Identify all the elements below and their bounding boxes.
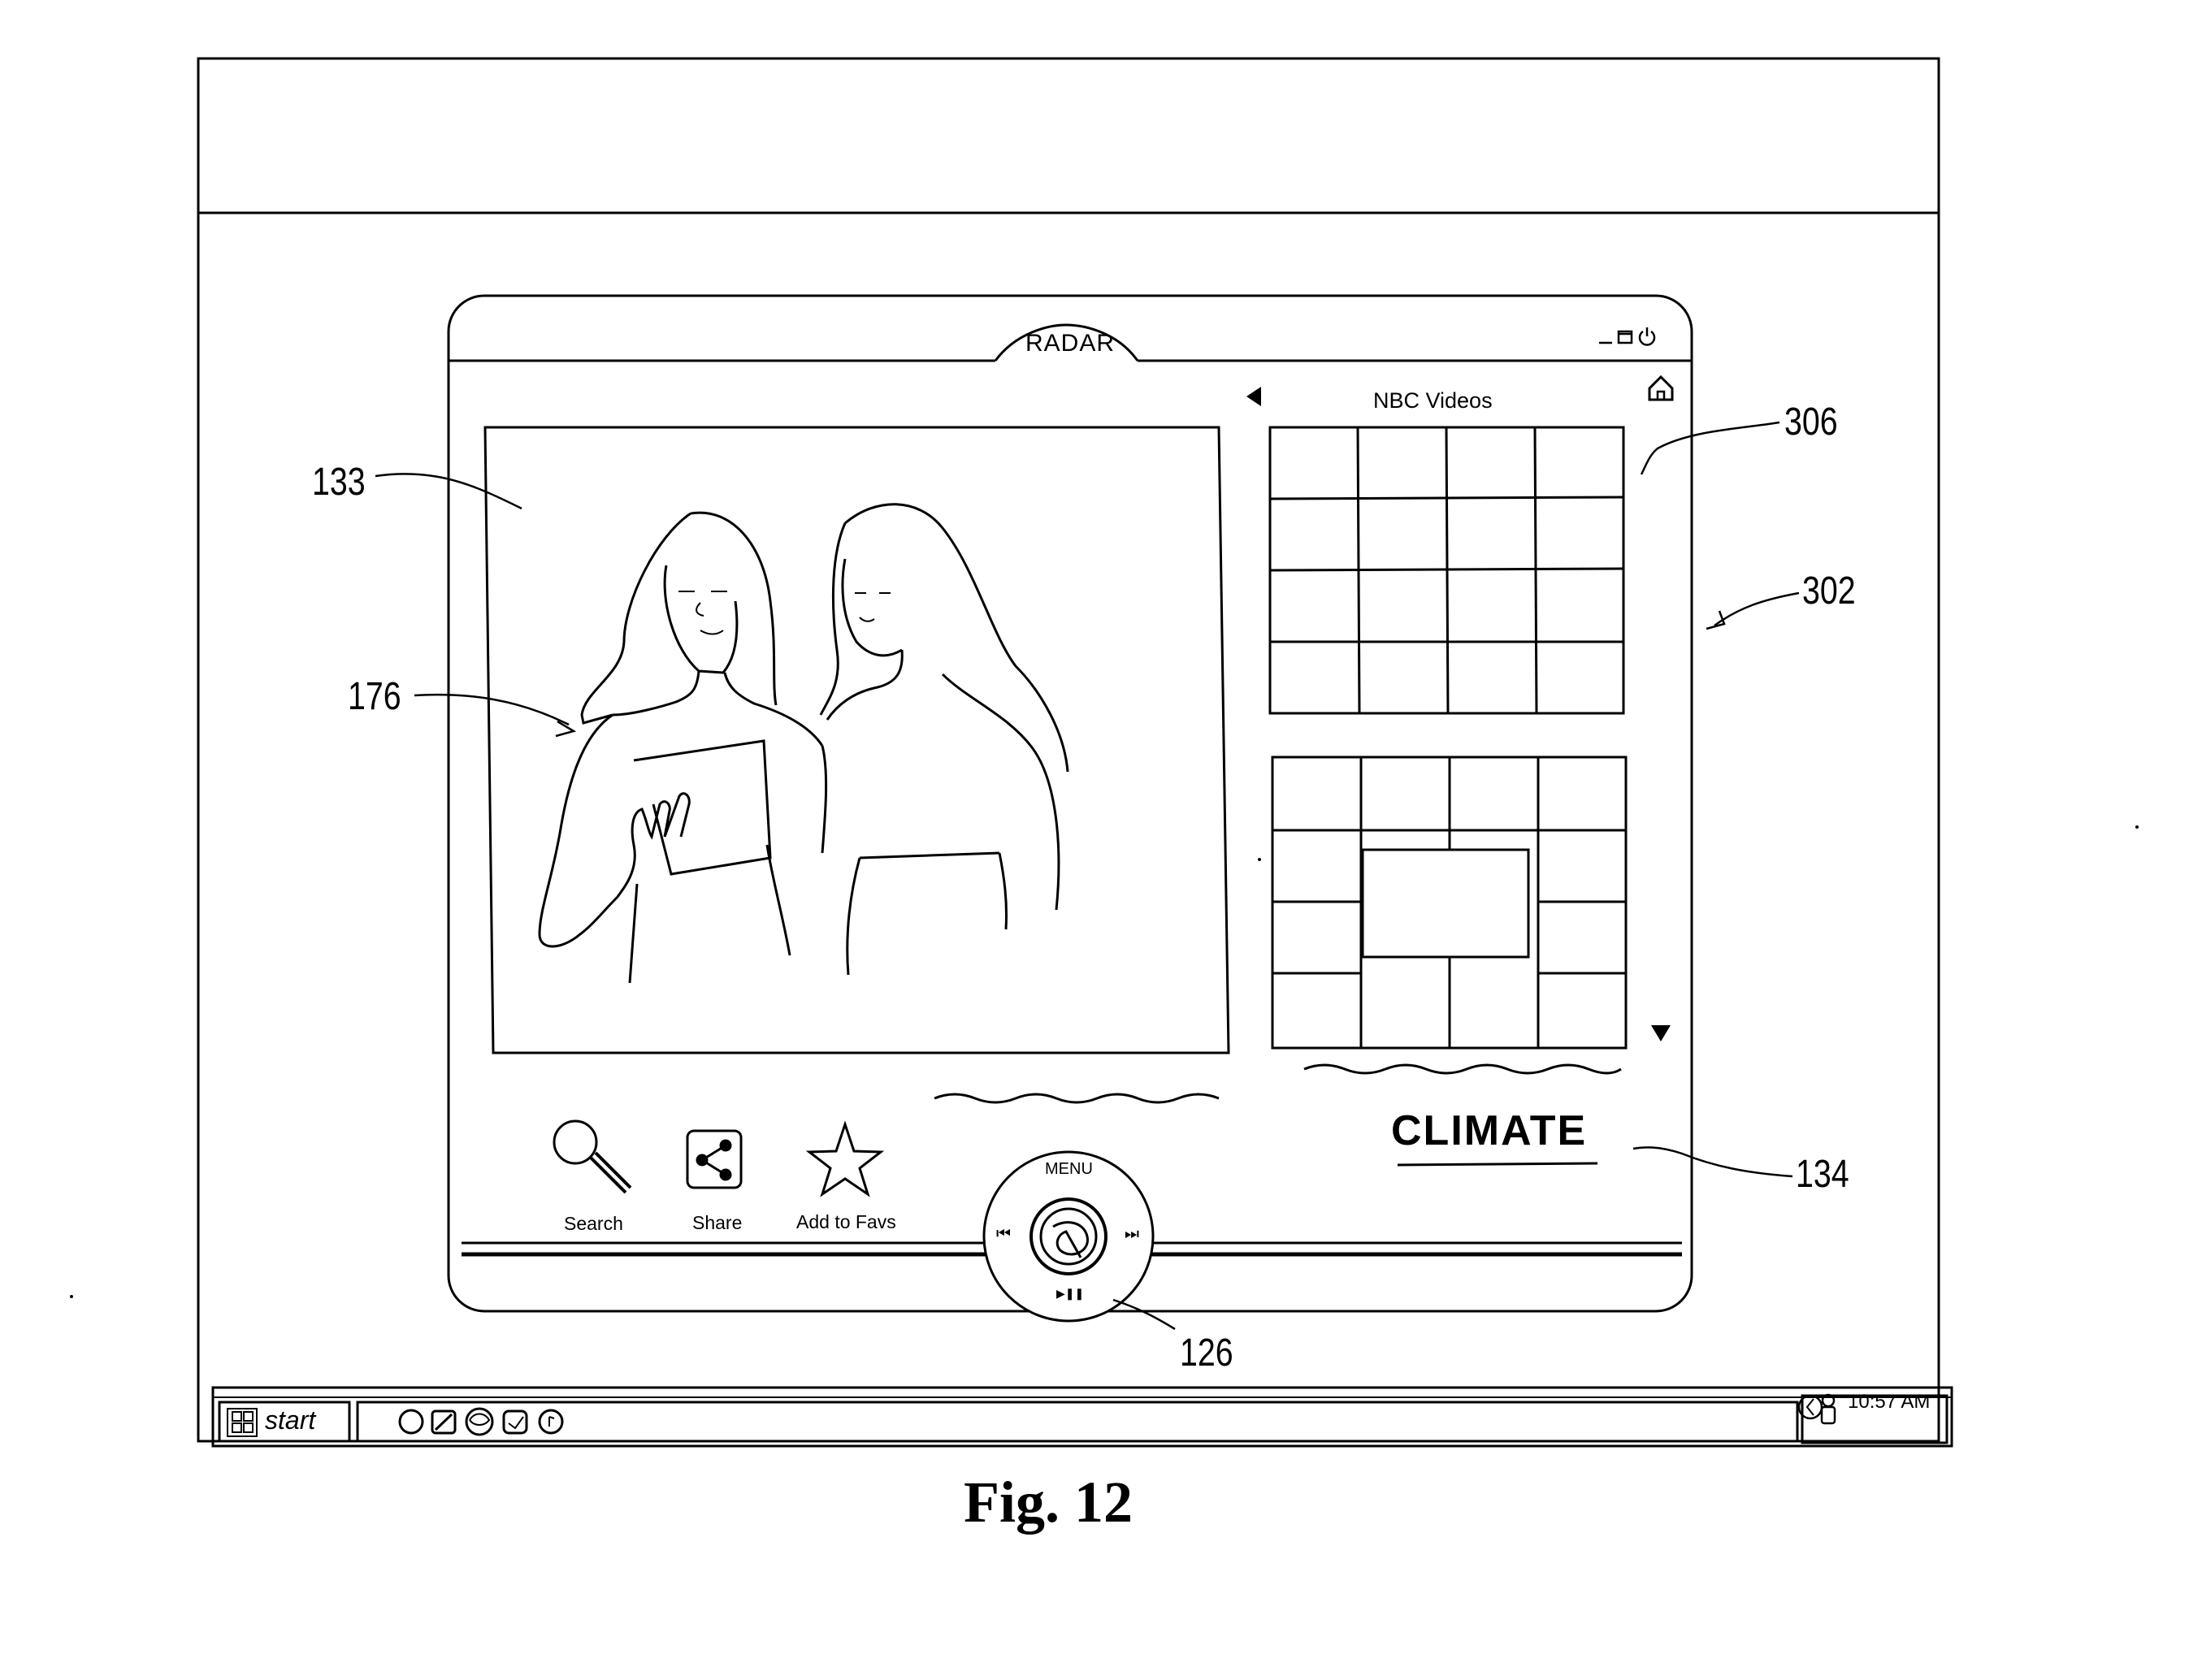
quick-launch-bar[interactable] — [398, 1409, 566, 1436]
tray-icons — [1799, 1395, 1835, 1423]
menu-button[interactable]: MENU — [1045, 1160, 1093, 1179]
wavy-caption-right — [1304, 1065, 1621, 1073]
previous-track-button[interactable]: ⏮ — [996, 1225, 1011, 1244]
app-title: RADAR — [1025, 330, 1115, 357]
panel-title: NBC Videos — [1373, 388, 1493, 414]
ref-numeral-134: 134 — [1796, 1152, 1849, 1197]
triangle-down-icon[interactable] — [1649, 1024, 1672, 1043]
climate-underline — [1398, 1163, 1597, 1165]
ref-numeral-126: 126 — [1180, 1331, 1233, 1375]
window-controls — [1597, 325, 1659, 346]
video-player[interactable] — [488, 429, 1224, 1051]
power-icon[interactable] — [1640, 327, 1654, 344]
ref-numeral-133: 133 — [312, 460, 366, 504]
play-pause-button[interactable]: ▶❚❚ — [1056, 1287, 1084, 1301]
triangle-left-icon[interactable] — [1245, 385, 1264, 408]
thumbnail-grid-upper-target[interactable] — [1270, 427, 1623, 713]
ref-numeral-302: 302 — [1802, 569, 1856, 613]
home-icon[interactable] — [1645, 372, 1677, 405]
wavy-caption-left — [934, 1094, 1219, 1102]
taskbar-clock: 10:57 AM — [1848, 1391, 1930, 1414]
ref-numeral-306: 306 — [1784, 400, 1838, 444]
add-to-favs-label: Add to Favs — [796, 1211, 896, 1233]
share-label: Share — [692, 1212, 742, 1234]
thumbnail-grid-lower-target[interactable] — [1272, 757, 1626, 1048]
figure-caption: Fig. 12 — [964, 1469, 1133, 1536]
maximize-icon[interactable] — [1619, 331, 1632, 343]
next-track-button[interactable]: ⏭ — [1125, 1225, 1139, 1244]
ref-numeral-176: 176 — [348, 674, 401, 719]
search-label: Search — [564, 1213, 623, 1235]
category-label[interactable]: CLIMATE — [1391, 1106, 1587, 1155]
start-label: start — [265, 1405, 315, 1435]
dial-center-button[interactable] — [1032, 1201, 1105, 1274]
